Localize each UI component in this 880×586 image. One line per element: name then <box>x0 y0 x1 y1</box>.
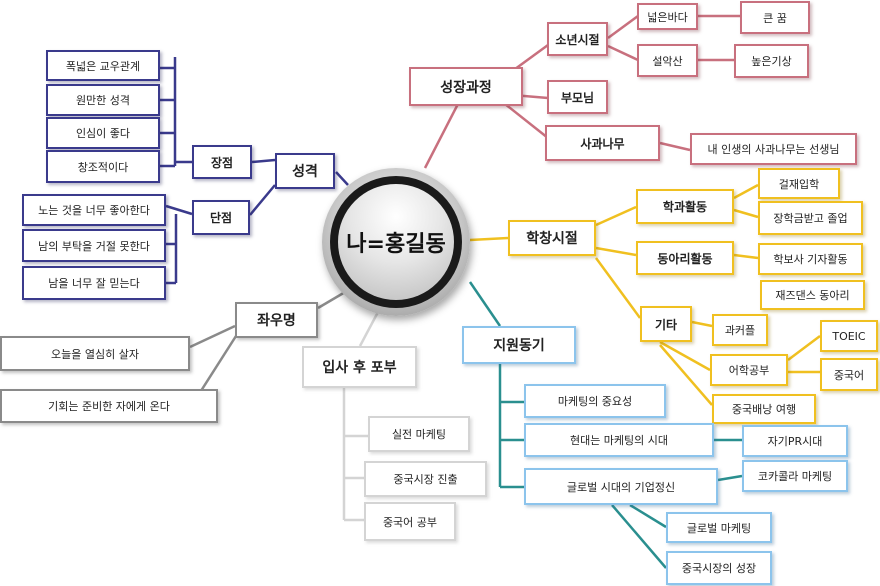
node-seorak[interactable]: 설악산 <box>637 44 698 77</box>
node-school[interactable]: 학창시절 <box>508 220 596 256</box>
node-afterjoin-3[interactable]: 중국어 공부 <box>364 502 456 541</box>
node-personality[interactable]: 성격 <box>275 153 335 189</box>
node-motive-3[interactable]: 글로벌 시대의 기업정신 <box>524 468 718 505</box>
node-etc-couple[interactable]: 과커플 <box>712 314 768 346</box>
node-strength-2[interactable]: 원만한 성격 <box>46 84 160 116</box>
node-club-2[interactable]: 재즈댄스 동아리 <box>760 280 865 310</box>
node-strength-1[interactable]: 폭넓은 교우관계 <box>46 50 160 81</box>
node-etc-language[interactable]: 어학공부 <box>710 354 788 386</box>
node-appletree[interactable]: 사과나무 <box>545 125 660 161</box>
node-academic[interactable]: 학과활동 <box>636 189 734 224</box>
node-motive-1[interactable]: 마케팅의 중요성 <box>524 384 666 418</box>
node-motto-1[interactable]: 오늘을 열심히 살자 <box>0 336 190 371</box>
node-strengths[interactable]: 장점 <box>192 145 252 179</box>
node-strength-4[interactable]: 창조적이다 <box>46 150 160 183</box>
node-growth[interactable]: 성장과정 <box>409 67 523 106</box>
node-motive-era[interactable]: 자기PR시대 <box>742 425 848 457</box>
node-strength-3[interactable]: 인심이 좋다 <box>46 117 160 149</box>
node-motto-2[interactable]: 기회는 준비한 자에게 온다 <box>0 389 218 423</box>
node-etc[interactable]: 기타 <box>640 306 692 342</box>
node-motive-global[interactable]: 글로벌 마케팅 <box>666 512 772 543</box>
node-afterjoin-2[interactable]: 중국시장 진출 <box>364 461 487 497</box>
node-weakness-2[interactable]: 남의 부탁을 거절 못한다 <box>22 229 166 262</box>
node-lang-chinese[interactable]: 중국어 <box>820 358 878 391</box>
node-sea[interactable]: 넓은바다 <box>637 3 698 30</box>
node-club[interactable]: 동아리활동 <box>636 241 734 275</box>
node-spirit[interactable]: 높은기상 <box>734 44 809 78</box>
node-motive[interactable]: 지원동기 <box>462 326 576 364</box>
center-node[interactable]: 나=홍길동 <box>322 168 470 316</box>
center-label: 나=홍길동 <box>338 184 454 300</box>
node-boyhood[interactable]: 소년시절 <box>547 22 608 56</box>
node-afterjoin[interactable]: 입사 후 포부 <box>302 346 417 388</box>
node-afterjoin-1[interactable]: 실전 마케팅 <box>368 416 470 452</box>
node-motive-china[interactable]: 중국시장의 성장 <box>666 551 772 585</box>
node-academic-2[interactable]: 장학금받고 졸업 <box>758 201 863 235</box>
node-weakness-3[interactable]: 남을 너무 잘 믿는다 <box>22 266 166 300</box>
node-lang-toeic[interactable]: TOEIC <box>820 320 878 352</box>
node-motive-coke[interactable]: 코카콜라 마케팅 <box>742 460 848 492</box>
node-dream[interactable]: 큰 꿈 <box>740 1 810 34</box>
node-academic-1[interactable]: 걸재입학 <box>758 168 840 199</box>
node-etc-travel[interactable]: 중국배낭 여행 <box>712 394 816 424</box>
node-motive-2[interactable]: 현대는 마케팅의 시대 <box>524 423 714 457</box>
node-teacher[interactable]: 내 인생의 사과나무는 선생님 <box>690 133 857 165</box>
node-weaknesses[interactable]: 단점 <box>192 200 250 235</box>
node-club-1[interactable]: 학보사 기자활동 <box>758 243 863 275</box>
node-parents[interactable]: 부모님 <box>547 80 608 114</box>
node-weakness-1[interactable]: 노는 것을 너무 좋아한다 <box>22 194 166 226</box>
node-motto[interactable]: 좌우명 <box>235 302 318 338</box>
